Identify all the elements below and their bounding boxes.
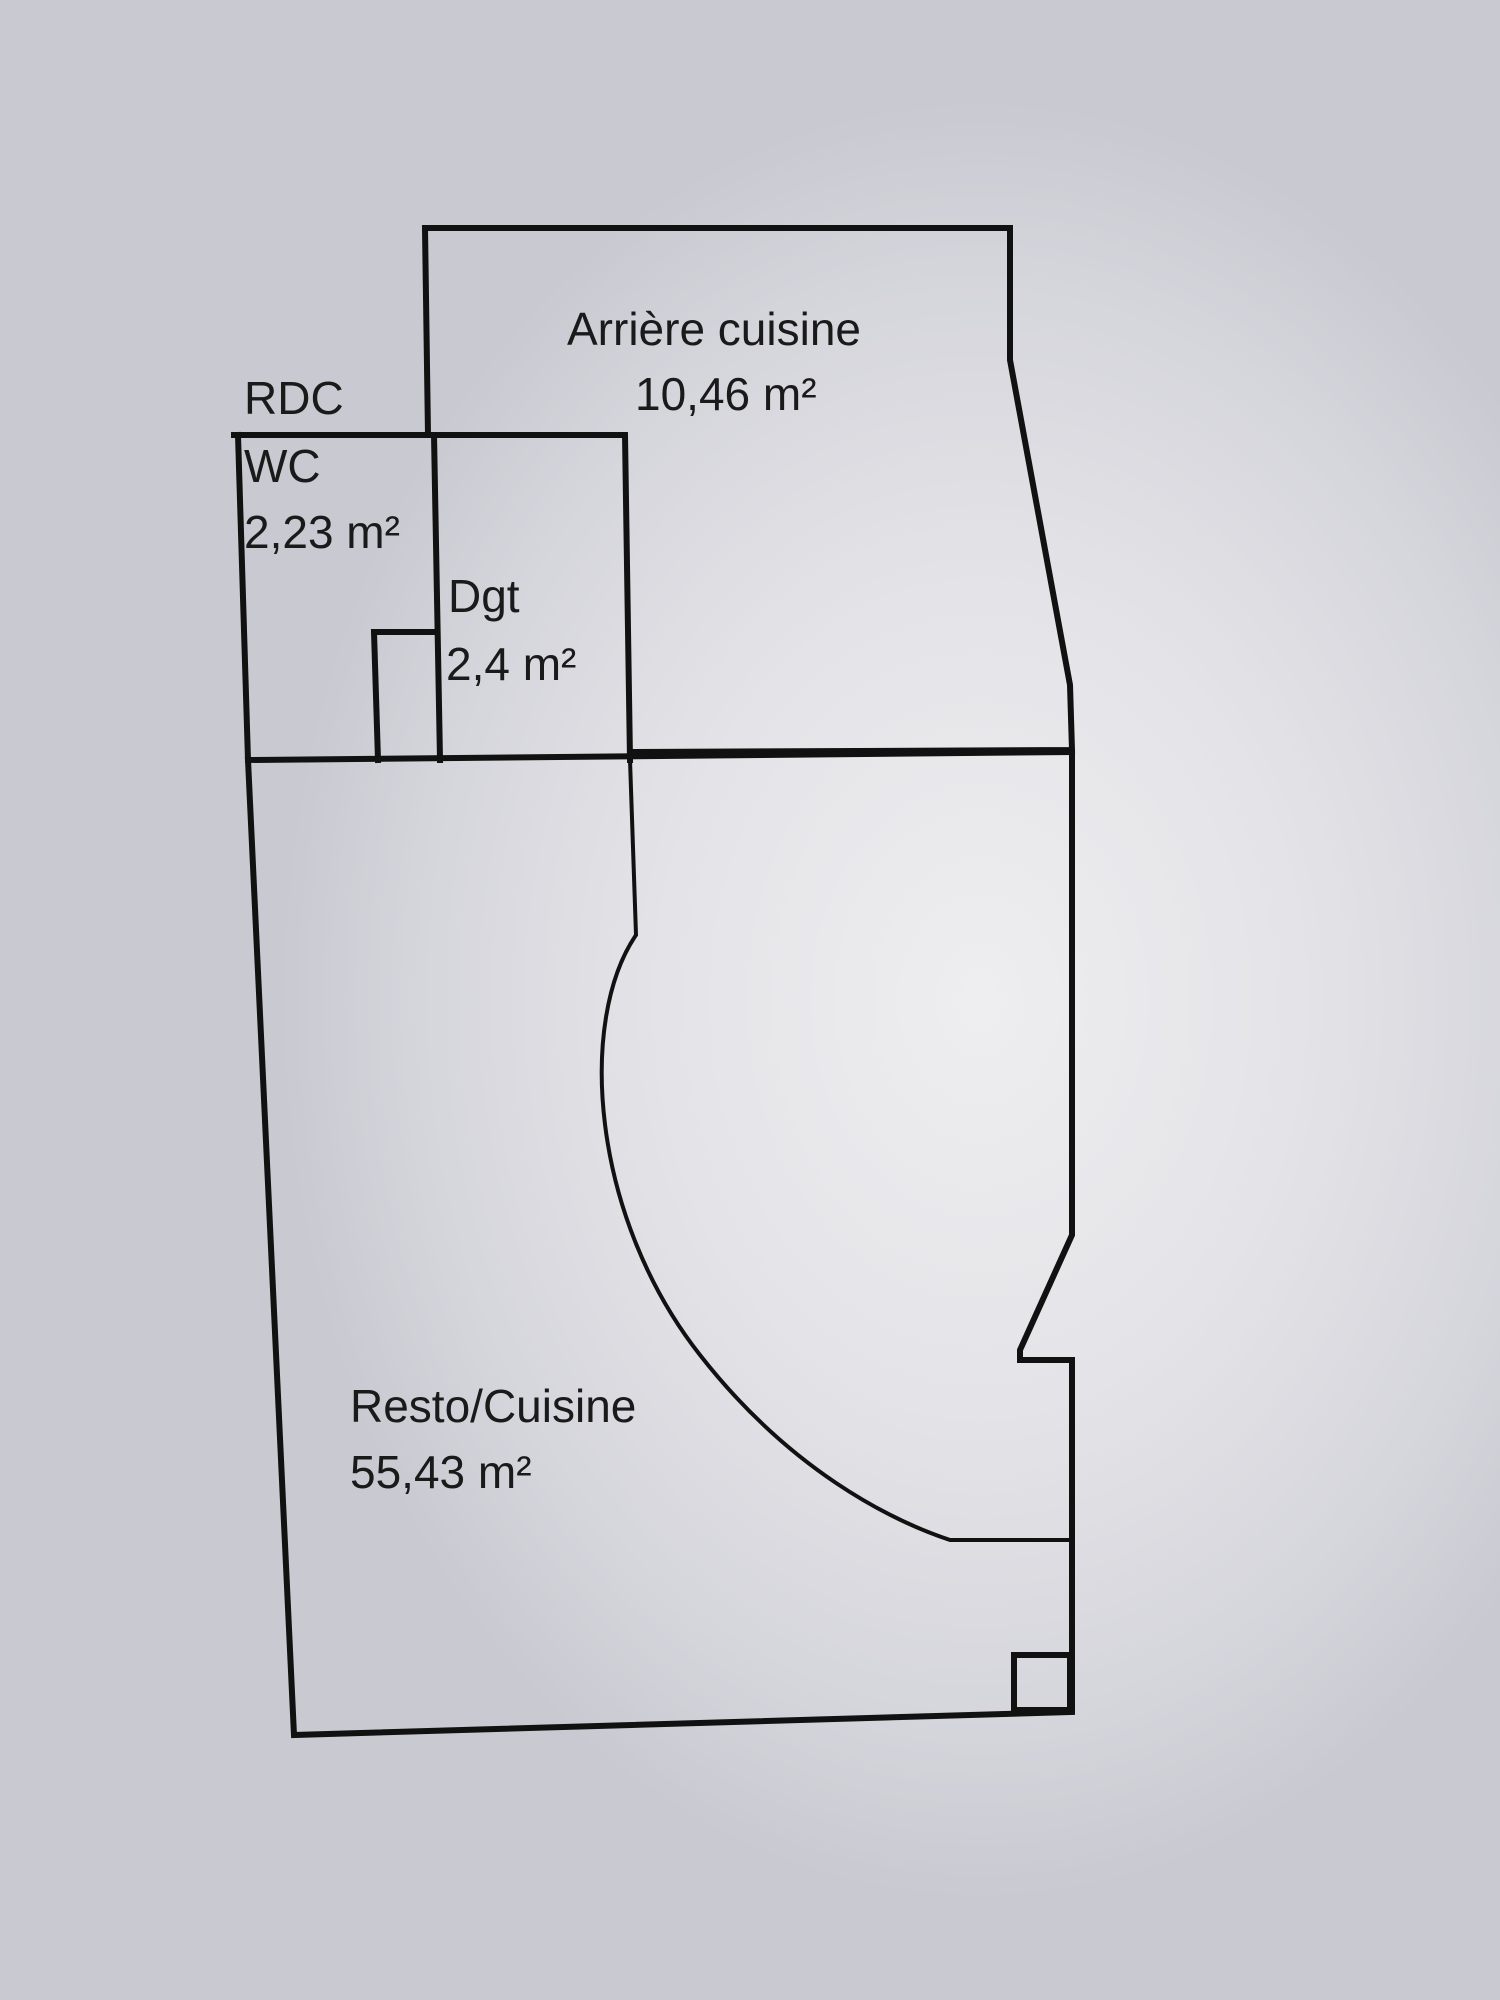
wall-divider-horizontal bbox=[244, 748, 1076, 764]
room-name-dgt: Dgt bbox=[448, 570, 520, 622]
wall-resto-outline bbox=[244, 749, 1075, 1739]
room-area-dgt: 2,4 m² bbox=[446, 638, 576, 690]
room-name-wc: WC bbox=[244, 440, 321, 492]
room-name-arriere-cuisine: Arrière cuisine bbox=[567, 303, 861, 355]
bar-counter-curve bbox=[599, 759, 1072, 1542]
room-area-arriere-cuisine: 10,46 m² bbox=[635, 368, 817, 420]
room-area-wc: 2,23 m² bbox=[244, 506, 400, 558]
room-area-resto-cuisine: 55,43 m² bbox=[350, 1446, 532, 1498]
floor-label: RDC bbox=[244, 372, 344, 424]
wall-arriere-cuisine-left bbox=[421, 224, 432, 439]
wall-wc-left bbox=[234, 431, 252, 764]
wall-wc bbox=[231, 432, 634, 764]
wall-wc-dgt-divider bbox=[430, 431, 444, 764]
room-name-resto-cuisine: Resto/Cuisine bbox=[350, 1380, 636, 1432]
corner-square bbox=[1011, 1652, 1073, 1713]
wall-wc-niche bbox=[370, 629, 439, 764]
